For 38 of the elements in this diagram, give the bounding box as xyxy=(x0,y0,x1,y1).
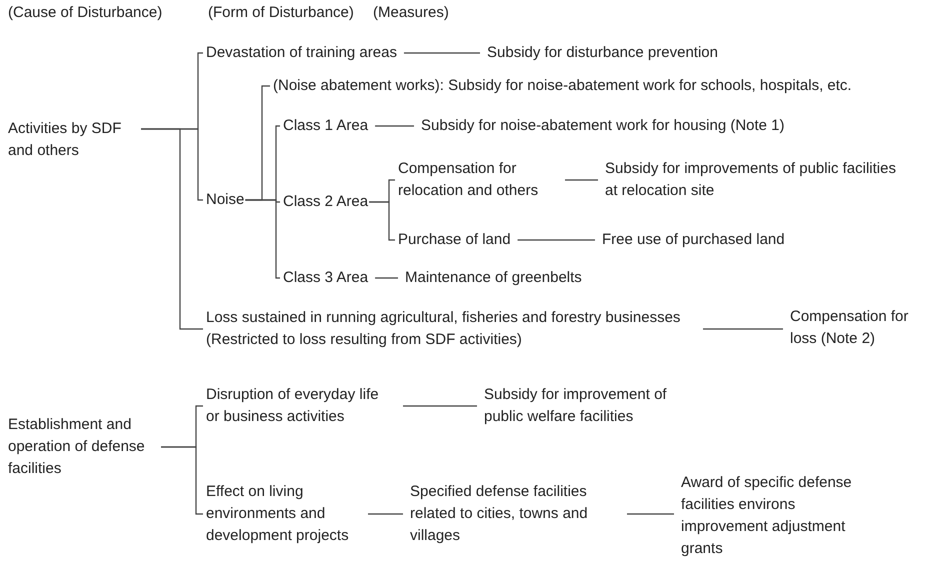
connector-line xyxy=(627,513,674,515)
node-text: Effect on living environments and development projects xyxy=(206,481,361,547)
column-heading: (Form of Disturbance) xyxy=(208,3,354,23)
node-text: (Noise abatement works): Subsidy for noise-abatement work for schools, hospitals, etc. xyxy=(273,75,852,97)
node-text: Specified defense facilities related to cities, towns and villages xyxy=(410,481,620,547)
node-text: Class 3 Area xyxy=(283,267,368,289)
node-text: Loss sustained in running agricultural, fisheries and forestry businesses (Restricted to loss resulting from SDF activities) xyxy=(206,307,696,351)
column-heading: (Measures) xyxy=(373,3,449,23)
node-text: Subsidy for improvement of public welfare facilities xyxy=(484,384,704,428)
node-text: Class 1 Area xyxy=(283,115,368,137)
connector-line xyxy=(375,125,414,127)
node-text: Establishment and operation of defense facilities xyxy=(8,414,160,480)
connector-line xyxy=(375,277,398,279)
connector-line xyxy=(403,405,477,407)
node-text: Free use of purchased land xyxy=(602,229,785,251)
node-text: Subsidy for improvements of public facilities at relocation site xyxy=(605,158,905,202)
connector-line xyxy=(404,52,480,54)
bracket-line xyxy=(245,199,280,279)
connector-line xyxy=(703,328,783,330)
node-text: Award of specific defense facilities environs improvement adjustment grants xyxy=(681,472,881,560)
bracket-line xyxy=(369,201,395,241)
node-text: Maintenance of greenbelts xyxy=(405,267,582,289)
connector-line xyxy=(565,179,598,181)
node-text: Compensation for loss (Note 2) xyxy=(790,306,918,350)
node-text: Subsidy for noise-abatement work for housing (Note 1) xyxy=(421,115,785,137)
node-text: Disruption of everyday life or business activities xyxy=(206,384,396,428)
node-text: Purchase of land xyxy=(398,229,511,251)
column-heading: (Cause of Disturbance) xyxy=(8,3,162,23)
connector-line xyxy=(368,513,403,515)
node-text: Noise xyxy=(206,189,244,211)
bracket-line xyxy=(141,128,203,330)
node-text: Activities by SDF and others xyxy=(8,118,140,162)
node-text: Devastation of training areas xyxy=(206,42,397,64)
connector-line xyxy=(518,239,595,241)
node-text: Subsidy for disturbance prevention xyxy=(487,42,718,64)
node-text: Compensation for relocation and others xyxy=(398,158,558,202)
node-text: Class 2 Area xyxy=(283,191,368,213)
bracket-line xyxy=(161,446,203,515)
